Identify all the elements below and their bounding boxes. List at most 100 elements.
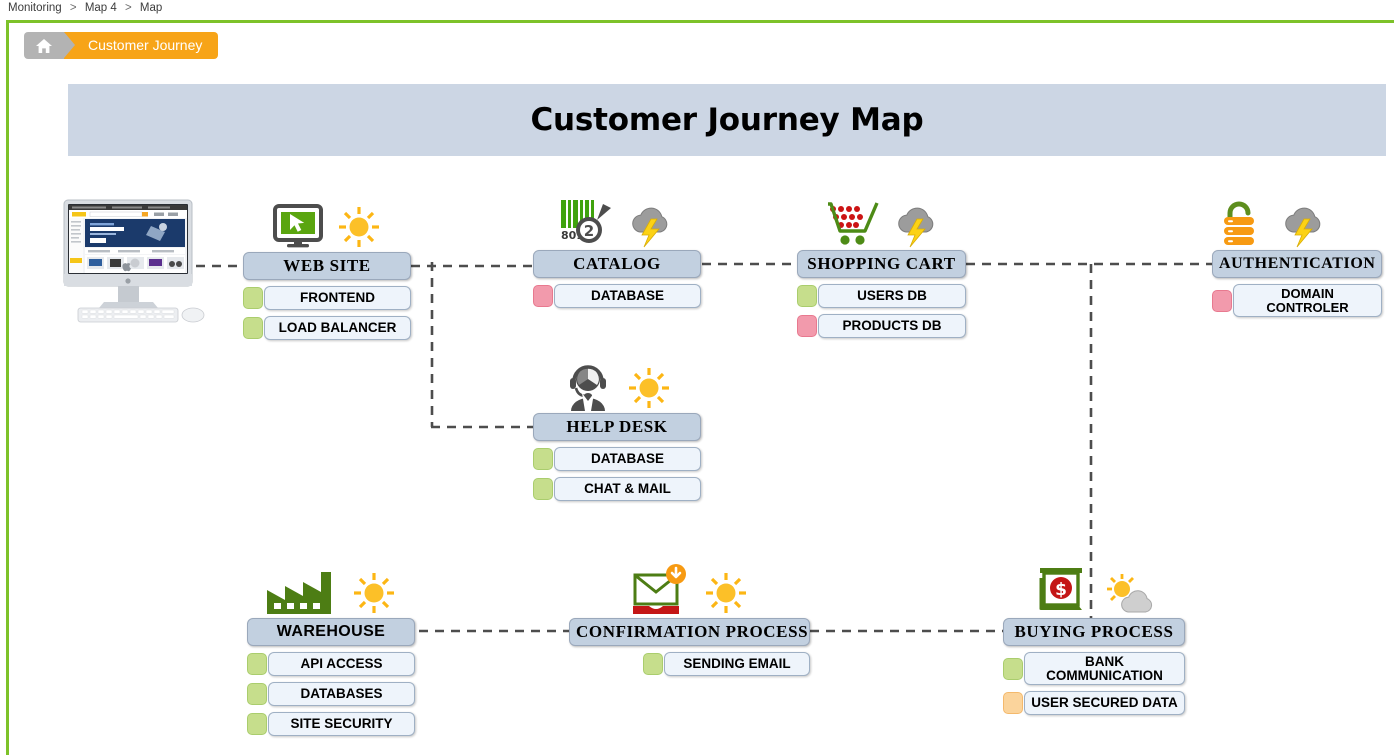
list-item[interactable]: DOMAIN CONTROLER xyxy=(1212,284,1382,317)
map-tab-label[interactable]: Customer Journey xyxy=(64,32,219,59)
list-item[interactable]: BANK COMMUNICATION xyxy=(1003,652,1185,685)
sun-icon xyxy=(336,204,382,250)
map-tab-customer-journey[interactable]: Customer Journey xyxy=(24,32,219,59)
status-badge xyxy=(243,317,263,339)
list-item[interactable]: DATABASE xyxy=(533,284,701,308)
node-icons xyxy=(243,186,411,250)
status-badge xyxy=(247,653,267,675)
status-badge xyxy=(1212,289,1232,312)
node-authentication[interactable]: AUTHENTICATION DOMAIN CONTROLER xyxy=(1212,201,1382,323)
storm-cloud-icon xyxy=(893,202,941,248)
list-item[interactable]: DATABASES xyxy=(247,682,415,706)
sun-cloud-icon xyxy=(1102,572,1154,616)
list-item[interactable]: PRODUCTS DB xyxy=(797,314,966,338)
status-badge xyxy=(1003,692,1023,714)
breadcrumb-item-map4[interactable]: Map 4 xyxy=(84,2,117,14)
list-item[interactable]: API ACCESS xyxy=(247,652,415,676)
shopping-cart-icon xyxy=(823,200,881,248)
list-item[interactable]: FRONTEND xyxy=(243,286,411,310)
breadcrumb-separator: > xyxy=(69,2,77,14)
page-title: Customer Journey Map xyxy=(530,102,924,138)
status-badge xyxy=(533,478,553,500)
list-item[interactable]: DATABASE xyxy=(533,447,701,471)
node-title[interactable]: WAREHOUSE xyxy=(247,618,415,646)
list-item-label[interactable]: DOMAIN CONTROLER xyxy=(1233,284,1382,317)
breadcrumb-item-monitoring[interactable]: Monitoring xyxy=(8,2,62,14)
status-badge xyxy=(1003,657,1023,680)
status-badge xyxy=(243,287,263,309)
node-catalog[interactable]: 801 2 CATALOG DATABASE xyxy=(533,200,701,314)
list-item-label[interactable]: SENDING EMAIL xyxy=(664,652,810,676)
node-web-site[interactable]: WEB SITE FRONTEND LOAD BALANCER xyxy=(243,204,411,346)
sun-icon xyxy=(351,570,397,616)
svg-text:$: $ xyxy=(1055,580,1067,600)
node-items: DATABASE xyxy=(533,284,701,308)
node-help-desk[interactable]: HELP DESK DATABASE CHAT & MAIL xyxy=(533,365,701,507)
list-item-label[interactable]: DATABASE xyxy=(554,284,701,308)
node-warehouse[interactable]: WAREHOUSE API ACCESS DATABASES SITE SECU… xyxy=(247,572,415,742)
list-item-label[interactable]: FRONTEND xyxy=(264,286,411,310)
unlocked-padlock-server-icon xyxy=(1218,200,1268,248)
status-badge xyxy=(533,285,553,307)
node-items: DOMAIN CONTROLER xyxy=(1212,284,1382,317)
node-title[interactable]: AUTHENTICATION xyxy=(1212,250,1382,278)
atm-money-icon: $ xyxy=(1034,564,1090,616)
node-title[interactable]: HELP DESK xyxy=(533,413,701,441)
node-icons xyxy=(1212,184,1382,248)
list-item[interactable]: SENDING EMAIL xyxy=(643,652,810,676)
breadcrumb-item-map[interactable]: Map xyxy=(139,2,163,14)
node-items: USERS DB PRODUCTS DB xyxy=(797,284,966,338)
mail-download-icon xyxy=(631,564,691,616)
list-item-label[interactable]: SITE SECURITY xyxy=(268,712,415,736)
sun-icon xyxy=(626,365,672,411)
node-shopping-cart[interactable]: SHOPPING CART USERS DB PRODUCTS DB xyxy=(797,202,966,344)
status-badge xyxy=(247,713,267,735)
list-item[interactable]: USERS DB xyxy=(797,284,966,308)
list-item-label[interactable]: PRODUCTS DB xyxy=(818,314,966,338)
home-icon[interactable] xyxy=(24,32,75,59)
status-badge xyxy=(797,285,817,307)
list-item-label[interactable]: USERS DB xyxy=(818,284,966,308)
breadcrumb: Monitoring > Map 4 > Map xyxy=(8,2,162,14)
node-items: API ACCESS DATABASES SITE SECURITY xyxy=(247,652,415,736)
list-item-label[interactable]: API ACCESS xyxy=(268,652,415,676)
node-buying-process[interactable]: $ BUYING PROCESS BANK COMMUNICA xyxy=(1003,568,1185,721)
node-title[interactable]: SHOPPING CART xyxy=(797,250,966,278)
storm-cloud-icon xyxy=(1280,202,1328,248)
svg-text:2: 2 xyxy=(584,222,594,240)
node-icons: $ xyxy=(1003,552,1185,616)
node-items: BANK COMMUNICATION USER SECURED DATA xyxy=(1003,652,1185,715)
list-item[interactable]: CHAT & MAIL xyxy=(533,477,701,501)
node-icons: 801 2 xyxy=(533,184,701,248)
list-item-label[interactable]: DATABASES xyxy=(268,682,415,706)
list-item-label[interactable]: CHAT & MAIL xyxy=(554,477,701,501)
node-icons xyxy=(247,552,415,616)
node-icons xyxy=(569,552,810,616)
headset-agent-icon xyxy=(562,363,614,411)
node-icons xyxy=(797,184,966,248)
list-item[interactable]: LOAD BALANCER xyxy=(243,316,411,340)
node-icons xyxy=(533,347,701,411)
node-items: FRONTEND LOAD BALANCER xyxy=(243,286,411,340)
status-badge xyxy=(247,683,267,705)
list-item[interactable]: SITE SECURITY xyxy=(247,712,415,736)
node-title[interactable]: WEB SITE xyxy=(243,252,411,280)
status-badge xyxy=(643,653,663,675)
node-title[interactable]: CONFIRMATION PROCESS xyxy=(569,618,810,646)
list-item[interactable]: USER SECURED DATA xyxy=(1003,691,1185,715)
list-item-label[interactable]: BANK COMMUNICATION xyxy=(1024,652,1185,685)
node-confirmation-process[interactable]: CONFIRMATION PROCESS SENDING EMAIL xyxy=(569,564,810,682)
breadcrumb-separator: > xyxy=(125,2,132,14)
storm-cloud-icon xyxy=(627,202,675,248)
list-item-label[interactable]: USER SECURED DATA xyxy=(1024,691,1185,715)
list-item-label[interactable]: LOAD BALANCER xyxy=(264,316,411,340)
node-items: SENDING EMAIL xyxy=(569,652,810,676)
monitor-cursor-icon xyxy=(272,204,324,250)
list-item-label[interactable]: DATABASE xyxy=(554,447,701,471)
barcode-scanner-icon: 801 2 xyxy=(559,198,615,248)
status-badge xyxy=(533,448,553,470)
map-title-banner: Customer Journey Map xyxy=(68,84,1386,156)
status-badge xyxy=(797,315,817,337)
node-title[interactable]: CATALOG xyxy=(533,250,701,278)
node-title[interactable]: BUYING PROCESS xyxy=(1003,618,1185,646)
